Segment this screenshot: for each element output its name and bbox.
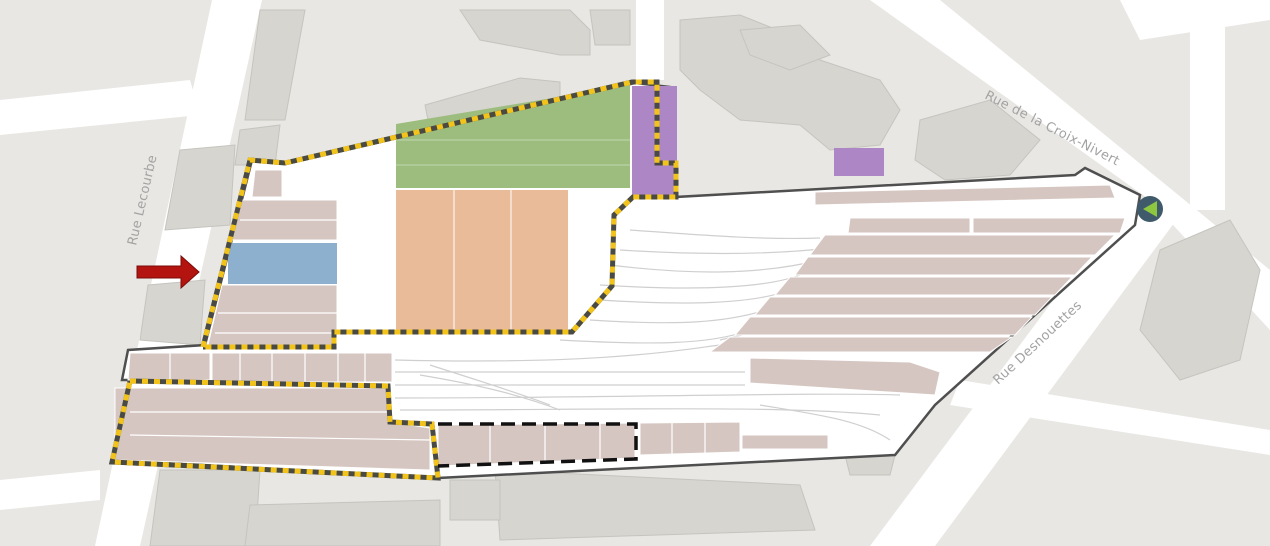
shed — [814, 184, 1116, 206]
shed — [741, 434, 829, 450]
track — [399, 408, 881, 416]
shed — [251, 169, 283, 198]
building — [244, 499, 441, 546]
shed — [749, 357, 941, 396]
viewpoint-marker-arrow — [1143, 201, 1157, 217]
shed — [708, 336, 1014, 353]
shed — [847, 217, 971, 234]
building — [149, 469, 261, 546]
shed — [114, 387, 431, 471]
street-bottom-left — [0, 470, 100, 510]
track — [609, 259, 821, 273]
building — [739, 24, 831, 71]
track — [599, 274, 801, 289]
track — [619, 247, 831, 255]
perimeter-north — [200, 79, 679, 350]
track — [429, 364, 551, 406]
shed-divider — [129, 434, 431, 441]
building — [914, 99, 1041, 181]
track — [394, 393, 901, 399]
building — [139, 279, 206, 346]
shed — [794, 256, 1094, 276]
shed — [773, 276, 1074, 296]
rail-tracks — [394, 229, 901, 441]
shed — [639, 421, 741, 456]
shed — [753, 296, 1054, 316]
dashed-perimeter — [108, 79, 679, 481]
track — [599, 289, 791, 304]
street-desnouettes — [870, 200, 1180, 546]
shed — [207, 284, 338, 346]
shed-dividers — [129, 219, 706, 464]
street-far-right — [1190, 0, 1225, 210]
building — [459, 9, 591, 56]
buildings — [139, 9, 1261, 546]
shed — [127, 352, 211, 381]
building — [164, 144, 236, 231]
shed — [972, 217, 1126, 234]
arrow-right-icon — [136, 254, 200, 290]
building — [449, 479, 501, 521]
building — [589, 9, 631, 46]
perimeter-black-dashed — [437, 422, 638, 468]
shed — [733, 316, 1034, 336]
street-top-left — [0, 80, 200, 135]
track — [759, 404, 891, 441]
shed — [211, 352, 393, 383]
shed — [809, 234, 1117, 256]
track — [394, 344, 721, 362]
street-top-center — [636, 0, 664, 80]
entrance-arrow-shape — [136, 254, 200, 290]
green-zone — [396, 85, 630, 188]
orange-zone — [396, 190, 568, 331]
purple-zone-small — [834, 148, 884, 176]
building — [244, 9, 306, 121]
track — [629, 229, 821, 240]
perimeter-south-yellow — [108, 378, 441, 481]
track — [419, 374, 561, 411]
street-right-lower — [950, 380, 1270, 455]
building — [1139, 219, 1261, 381]
triangle-left-marker-icon — [1137, 196, 1163, 222]
blue-zone — [228, 243, 337, 284]
street-right-top — [1120, 0, 1270, 40]
